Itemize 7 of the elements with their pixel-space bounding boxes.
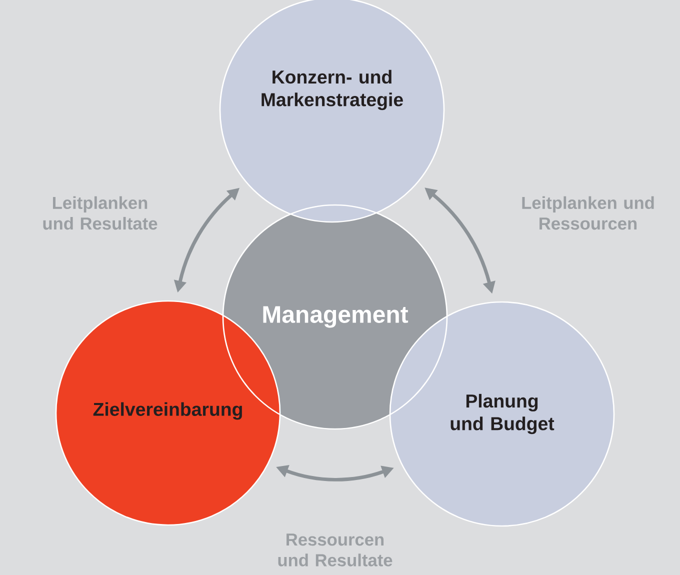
edge-label: Leitplanken und Resultate	[43, 196, 158, 230]
node-label: Zielvereinbarung	[93, 402, 242, 420]
node-label: Konzern- und Markenstrategie	[262, 70, 403, 110]
edge-label: Leitplanken und Ressourcen	[522, 196, 654, 230]
node-label: Management	[263, 306, 408, 328]
edge-label: Ressourcen und Resultate	[278, 534, 392, 566]
node-label: Planung und Budget	[450, 394, 554, 434]
